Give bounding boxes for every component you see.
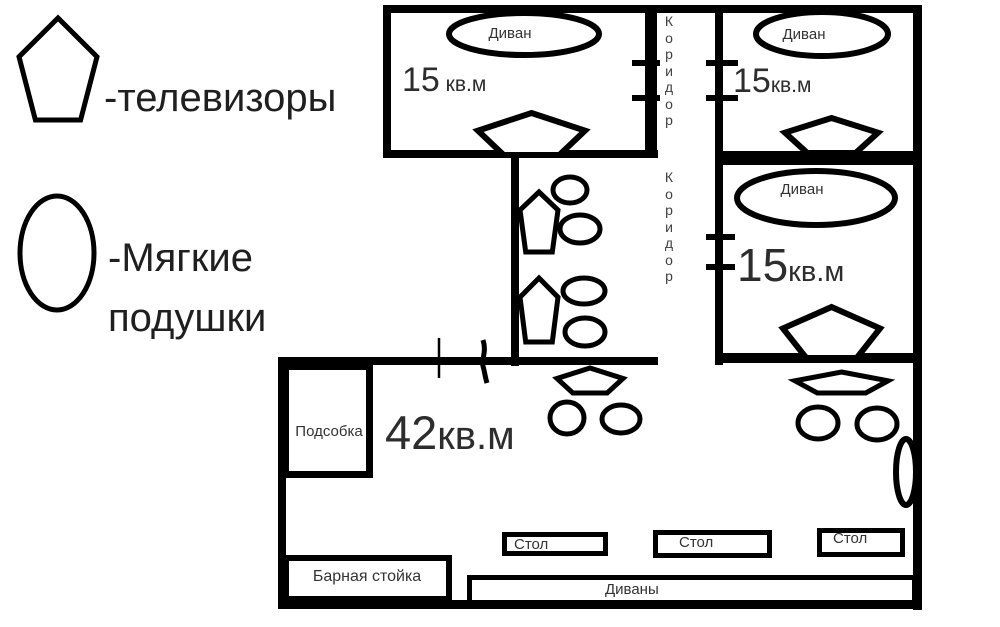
storage-room-label: Подсобка	[295, 423, 363, 440]
pillow-ellipse	[560, 275, 608, 307]
sofa-label-right-middle: Диван	[780, 181, 824, 198]
area-unit: кв.м	[770, 74, 812, 97]
area-unit: кв.м	[437, 414, 515, 458]
area-value: 15	[737, 239, 789, 291]
area-unit: кв.м	[788, 256, 845, 288]
door-marks	[437, 60, 738, 384]
pillow-ellipse	[854, 405, 900, 443]
sofa-ellipse	[446, 10, 602, 58]
storage-room-box	[282, 363, 373, 478]
area-unit: кв.м	[439, 73, 487, 96]
tv-pentagon	[787, 369, 896, 396]
wall-strip-left	[511, 152, 519, 366]
table-label: Стол	[679, 534, 714, 551]
legend-tv-label: -телевизоры	[104, 76, 337, 120]
pillow-ellipse	[547, 399, 587, 437]
wall-right-outer	[913, 5, 922, 610]
bar-counter-box	[283, 555, 452, 602]
wall-hall-left	[278, 357, 286, 609]
sofa-label-top-right: Диван	[782, 26, 826, 43]
bar-counter-label: Барная стойка	[312, 568, 422, 585]
table-box	[817, 528, 905, 557]
pillow-ellipse	[550, 174, 590, 206]
wall-hall-top	[278, 357, 658, 365]
tv-pentagon	[472, 109, 591, 158]
tv-pentagon-icon	[16, 14, 100, 123]
pillow-ellipse	[893, 436, 919, 508]
pillow-ellipse	[562, 315, 608, 349]
wall-topmid-left	[383, 5, 391, 158]
tv-pentagon	[552, 365, 628, 396]
legend-icons	[16, 14, 100, 313]
sofa-layer	[446, 9, 898, 228]
pillow-ellipse	[795, 404, 841, 442]
area-value: 15	[733, 62, 771, 100]
tv-pentagon	[778, 303, 885, 361]
wall-corridor-right	[715, 5, 723, 365]
furniture-boxes	[282, 363, 917, 605]
entrance-tick	[480, 339, 490, 384]
tv-layer	[472, 109, 896, 396]
sofa-ellipse	[734, 168, 898, 228]
pillow-ellipse	[599, 402, 643, 436]
table-label: Стол	[833, 530, 868, 547]
tv-pentagon	[517, 274, 561, 345]
tv-pentagon	[779, 114, 884, 156]
area-value: 42	[385, 406, 438, 459]
area-label-top-middle: 15 кв.м	[402, 63, 486, 97]
table-label: Стол	[514, 536, 549, 553]
sofas-label: Диваны	[605, 581, 659, 598]
pillow-ellipse-icon	[17, 193, 97, 313]
pillow-ellipse	[557, 212, 603, 246]
legend-pillow-label: -Мягкие подушки	[108, 236, 267, 340]
sofa-label-top-middle: Диван	[488, 25, 532, 42]
sofa-ellipse	[753, 9, 891, 59]
corridor-label-bottom: К о р и д о р	[664, 169, 674, 284]
pillow-layer	[547, 174, 919, 508]
wall-corridor-left	[645, 5, 657, 158]
wall-between-right-rooms	[715, 151, 922, 165]
area-value: 15	[402, 61, 440, 99]
table-box	[502, 532, 608, 556]
table-box	[653, 530, 772, 558]
corridor-label-top: К о р и д о р	[664, 13, 674, 128]
sofas-box	[467, 575, 917, 605]
tv-pentagon	[517, 188, 561, 255]
